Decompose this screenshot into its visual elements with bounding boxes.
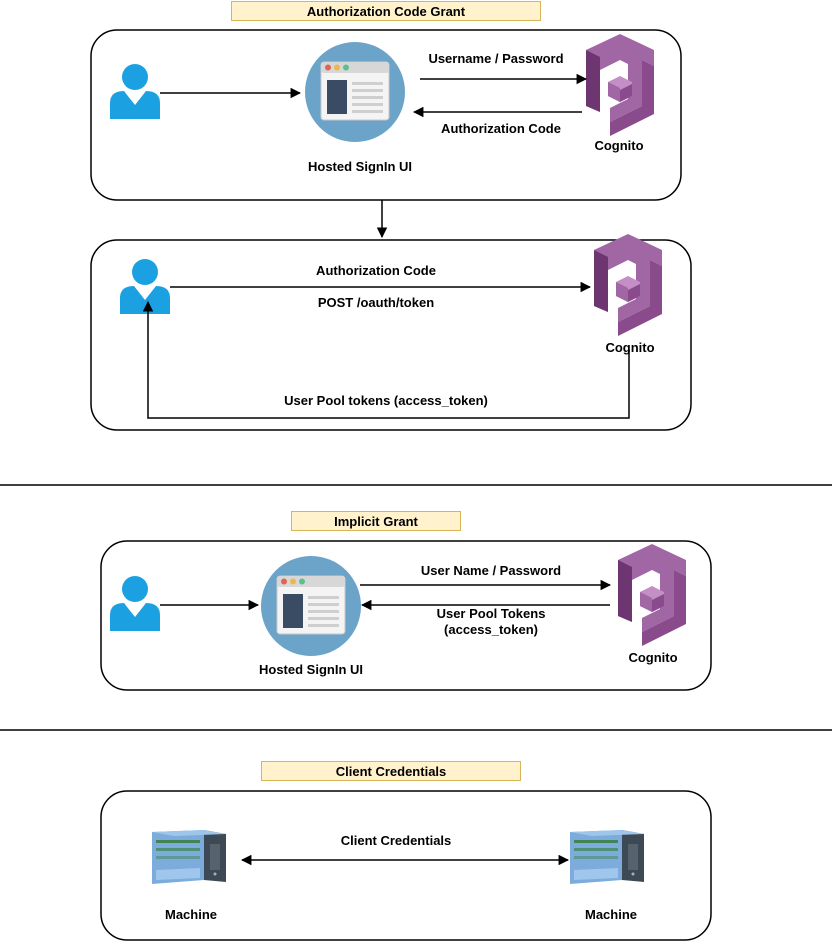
token-endpoint-label: POST /oauth/token: [317, 295, 435, 310]
hosted-ui-label: Hosted SignIn UI: [308, 159, 412, 174]
cognito-label: Cognito: [628, 650, 678, 665]
section-title: Implicit Grant: [291, 511, 461, 531]
cognito-label: Cognito: [605, 340, 655, 355]
browser-window-icon: [304, 41, 406, 143]
tokens-label-sub: (access_token): [444, 622, 538, 637]
machine-icon: [570, 830, 644, 884]
browser-window-icon: [260, 555, 362, 657]
machine-label: Machine: [164, 907, 218, 922]
tokens-label: User Pool tokens (access_token): [284, 393, 488, 408]
cognito-label: Cognito: [594, 138, 644, 153]
section-title: Client Credentials: [261, 761, 521, 781]
tokens-return-arrow: [142, 300, 630, 419]
tokens-label: User Pool Tokens: [436, 606, 546, 621]
machine-icon: [152, 830, 226, 884]
client-credentials-label: Client Credentials: [340, 833, 452, 848]
section-title: Authorization Code Grant: [231, 1, 541, 21]
hosted-ui-label: Hosted SignIn UI: [259, 662, 363, 677]
machine-label: Machine: [584, 907, 638, 922]
auth-code-label: Authorization Code: [316, 263, 436, 278]
client-credentials-container: [100, 790, 712, 941]
credentials-label: Username / Password: [428, 51, 564, 66]
auth-code-label: Authorization Code: [441, 121, 561, 136]
credentials-label: User Name / Password: [420, 563, 562, 578]
implicit-container: [100, 540, 712, 691]
